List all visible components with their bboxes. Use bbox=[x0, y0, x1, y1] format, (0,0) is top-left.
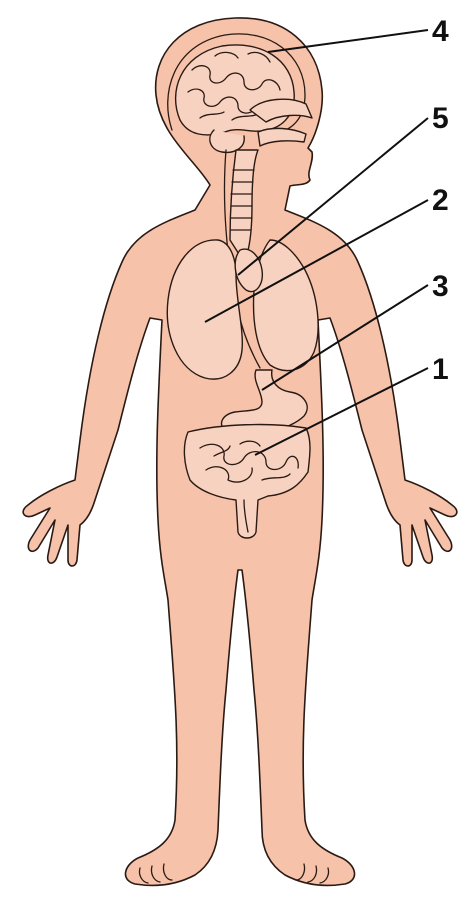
label-5: 5 bbox=[432, 102, 449, 135]
label-1: 1 bbox=[432, 353, 449, 386]
label-4: 4 bbox=[432, 15, 449, 48]
label-2: 2 bbox=[432, 184, 449, 217]
label-3: 3 bbox=[432, 270, 449, 303]
number-labels: 4 5 2 3 1 bbox=[432, 15, 449, 386]
